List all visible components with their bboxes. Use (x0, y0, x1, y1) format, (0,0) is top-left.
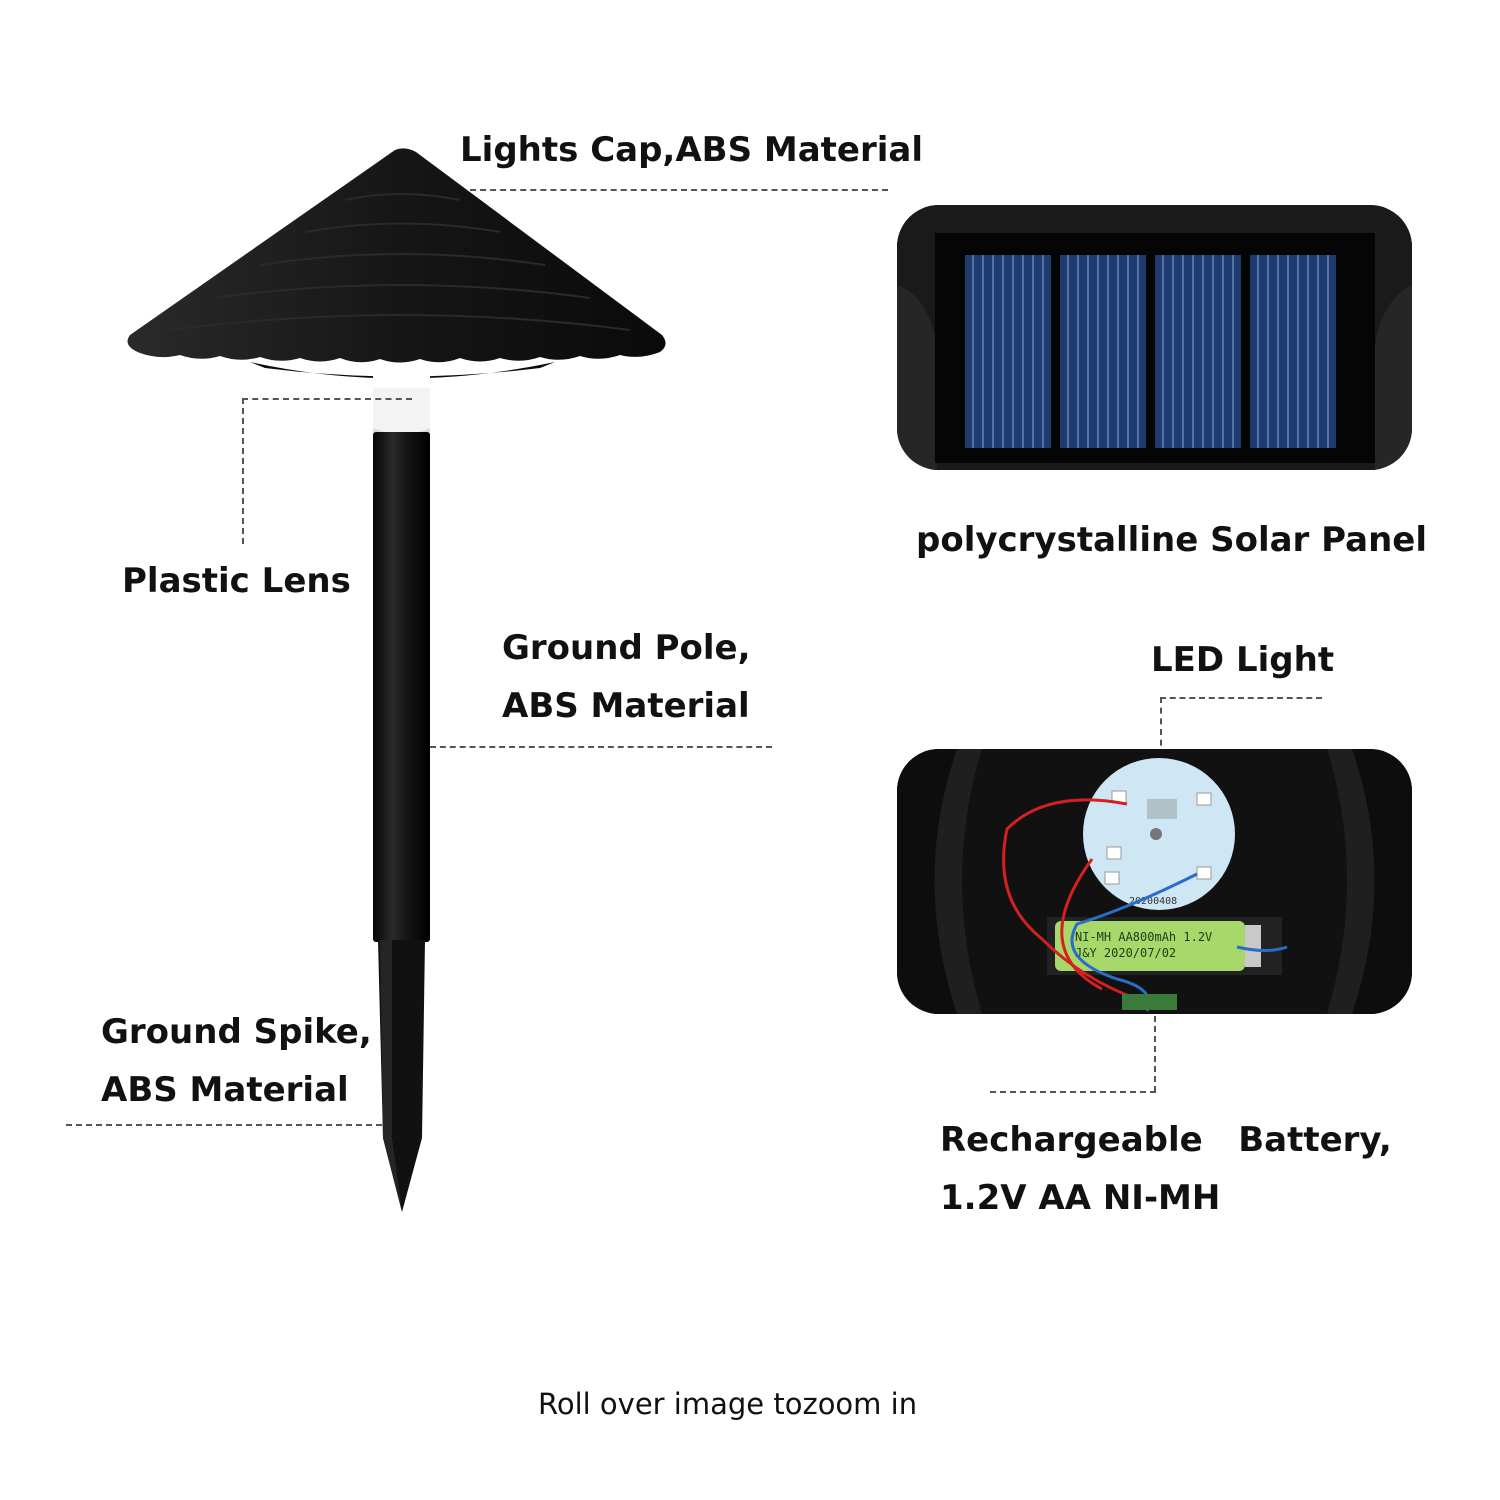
battery-print-line2: J&Y 2020/07/02 (1075, 946, 1176, 960)
led-pcb-board: 20200408 (1083, 758, 1235, 910)
ground-spike (378, 940, 425, 1212)
plastic-lens (373, 376, 430, 441)
pole-leader-line (430, 746, 772, 748)
battery-label-line1: Rechargeable Battery, (940, 1120, 1392, 1160)
lens-label: Plastic Lens (122, 561, 351, 601)
zoom-hint-caption: Roll over image tozoom in (538, 1387, 918, 1421)
battery-label-line2: 1.2V AA NI-MH (940, 1178, 1221, 1218)
spike-leader-line (66, 1124, 382, 1126)
lens-leader-line-v (242, 398, 244, 544)
solar-panel-photo (897, 205, 1412, 470)
led-label: LED Light (1151, 640, 1335, 680)
cap-leader-line (470, 189, 888, 191)
battery-print-line1: NI-MH AA800mAh 1.2V (1075, 930, 1212, 944)
battery-leader-line-v (1154, 1016, 1156, 1092)
cap-label: Lights Cap,ABS Material (460, 130, 924, 170)
spike-label-line2: ABS Material (101, 1070, 349, 1110)
pcb-code: 20200408 (1129, 896, 1177, 907)
led-leader-line-h (1160, 697, 1322, 699)
spike-label-line1: Ground Spike, (101, 1012, 372, 1052)
solar-panel-label: polycrystalline Solar Panel (916, 520, 1428, 560)
battery-cell: NI-MH AA800mAh 1.2V J&Y 2020/07/02 (1047, 917, 1282, 975)
battery-leader-line-h (990, 1091, 1156, 1093)
pole-label-line2: ABS Material (502, 686, 750, 726)
wires (1002, 798, 1288, 1012)
pole-label-line1: Ground Pole, (502, 628, 751, 668)
solar-cell-array (965, 255, 1336, 448)
lights-cap (127, 148, 666, 379)
lens-leader-line-h (242, 398, 412, 400)
ground-pole (373, 432, 430, 942)
led-leader-line-v (1160, 697, 1162, 767)
led-battery-photo: 20200408 NI-MH AA800mAh 1.2V J&Y 2020/07… (897, 749, 1412, 1014)
